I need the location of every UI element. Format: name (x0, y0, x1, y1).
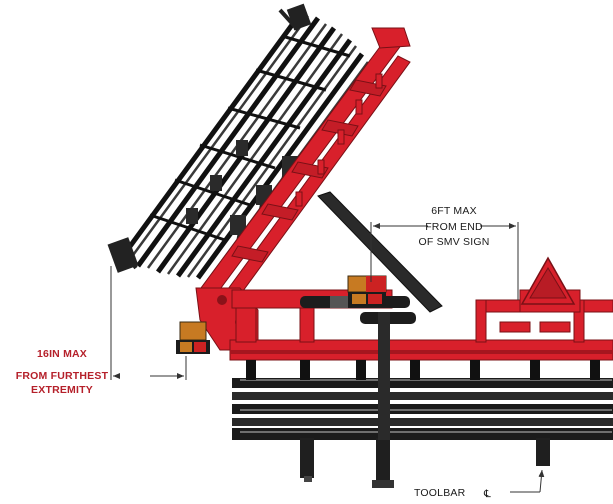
red-fold-frame (195, 27, 411, 351)
warning-lamp-center (347, 275, 387, 306)
smv-spacing-line-2: FROM END (425, 221, 483, 233)
dimension-light-clearance (110, 266, 187, 380)
smv-spacing-line-3: OF SMV SIGN (418, 236, 489, 248)
warning-lamp-left (176, 321, 210, 354)
light-clearance-line-2: FROM FURTHEST (16, 370, 109, 382)
support-strut (317, 191, 443, 313)
smv-spacing-line-1: 6FT MAX (431, 205, 477, 217)
dimension-smv-spacing (370, 222, 519, 300)
light-clearance-line-1: 16IN MAX (37, 348, 87, 360)
centerline-symbol: ℄ (483, 488, 491, 500)
smv-sign (520, 256, 576, 305)
lower-gang-assembly (232, 312, 613, 488)
toolbar-label: TOOLBAR (414, 487, 466, 499)
main-toolbar-frame (229, 289, 613, 361)
light-clearance-line-3: EXTREMITY (31, 384, 93, 396)
toolbar-centerline-leader (510, 469, 545, 493)
